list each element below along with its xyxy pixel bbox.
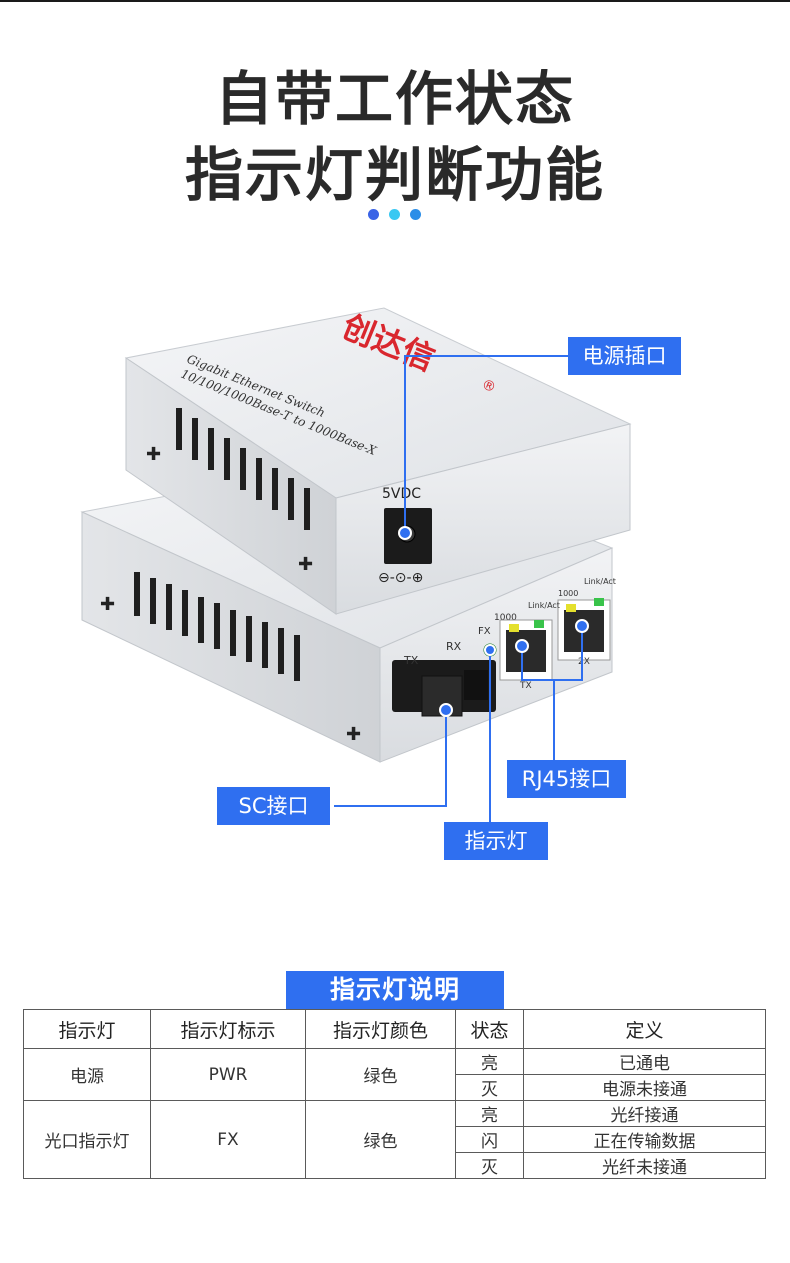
decor-dots (368, 209, 428, 221)
leader-markers (398, 526, 589, 717)
power-color: 绿色 (305, 1048, 456, 1101)
table-row: 光口指示灯 FX 绿色 亮 光纤接通 (23, 1100, 766, 1179)
table-title: 指示灯说明 (286, 971, 504, 1009)
table-row: 灭 电源未接通 (24, 1074, 766, 1101)
rj45-speed-label: 1000 (558, 589, 578, 598)
rj45-2x-label: 2X (578, 657, 590, 667)
table-row: 电源 PWR 绿色 亮 已通电 (23, 1048, 766, 1101)
power-mark: PWR (150, 1048, 306, 1101)
rj45-tx-label: TX (519, 681, 532, 691)
indicator-table: 指示灯 指示灯标示 指示灯颜色 状态 定义 电源 PWR 绿色 亮 已通电 灭 … (23, 1009, 766, 1179)
screw-icon: ✚ (298, 554, 313, 575)
power-name: 电源 (23, 1048, 151, 1101)
screw-icon: ✚ (146, 444, 161, 465)
top-unit: ✚ ✚ 创达信 ® Gigabit Ethernet Switch 10/100… (124, 307, 632, 615)
state-cell: 亮 (455, 1100, 524, 1127)
fiber-mark: FX (150, 1100, 306, 1179)
fx-speed-label: 1000 (494, 613, 517, 623)
callout-power: 电源插口 (568, 337, 681, 375)
decor-dot (389, 209, 400, 220)
rj45-link-label: Link/Act (584, 577, 616, 586)
headline-line2: 指示灯判断功能 (184, 141, 605, 209)
registered-mark: ® (479, 376, 498, 396)
header-color: 指示灯颜色 (305, 1009, 456, 1049)
decor-dot (368, 209, 379, 220)
sc-tx-label: TX (403, 654, 419, 667)
header-state: 状态 (455, 1009, 524, 1049)
sc-port: TX RX (392, 640, 496, 717)
header-indicator: 指示灯 (23, 1009, 151, 1049)
callout-sc: SC接口 (217, 787, 330, 825)
definition-cell: 光纤接通 (523, 1100, 766, 1127)
screw-icon: ✚ (346, 724, 361, 745)
table-row: 闪 正在传输数据 (24, 1126, 766, 1153)
definition-cell: 电源未接通 (523, 1074, 766, 1101)
table-header-row: 指示灯 指示灯标示 指示灯颜色 状态 定义 (23, 1009, 766, 1049)
table-row: 灭 光纤未接通 (24, 1152, 766, 1179)
rj45-link-label: Link/Act (528, 601, 560, 610)
fiber-color: 绿色 (305, 1100, 456, 1179)
top-rule (0, 0, 790, 2)
side-vents (176, 408, 310, 530)
leader-lines (334, 355, 583, 822)
state-cell: 灭 (455, 1152, 524, 1179)
callout-indicator: 指示灯 (444, 822, 548, 860)
side-vents (134, 572, 300, 681)
state-cell: 灭 (455, 1074, 524, 1101)
decor-dot (410, 209, 421, 220)
fx-led-label: FX (478, 626, 491, 637)
definition-cell: 正在传输数据 (523, 1126, 766, 1153)
sc-rx-label: RX (446, 640, 462, 653)
header-mark: 指示灯标示 (150, 1009, 306, 1049)
callout-rj45: RJ45接口 (507, 760, 626, 798)
definition-cell: 已通电 (523, 1048, 766, 1075)
state-cell: 闪 (455, 1126, 524, 1153)
headline-line1: 自带工作状态 (214, 65, 575, 133)
definition-cell: 光纤未接通 (523, 1152, 766, 1179)
screw-icon: ✚ (100, 594, 115, 615)
state-cell: 亮 (455, 1048, 524, 1075)
power-label: 5VDC (382, 486, 421, 502)
product-illustration: ✚ ✚ TX RX FX 1000 Link/Act 1000 Link/ (80, 307, 632, 822)
header-definition: 定义 (523, 1009, 766, 1049)
fiber-name: 光口指示灯 (23, 1100, 151, 1179)
polarity-symbol: ⊖-⊙-⊕ (378, 570, 423, 586)
